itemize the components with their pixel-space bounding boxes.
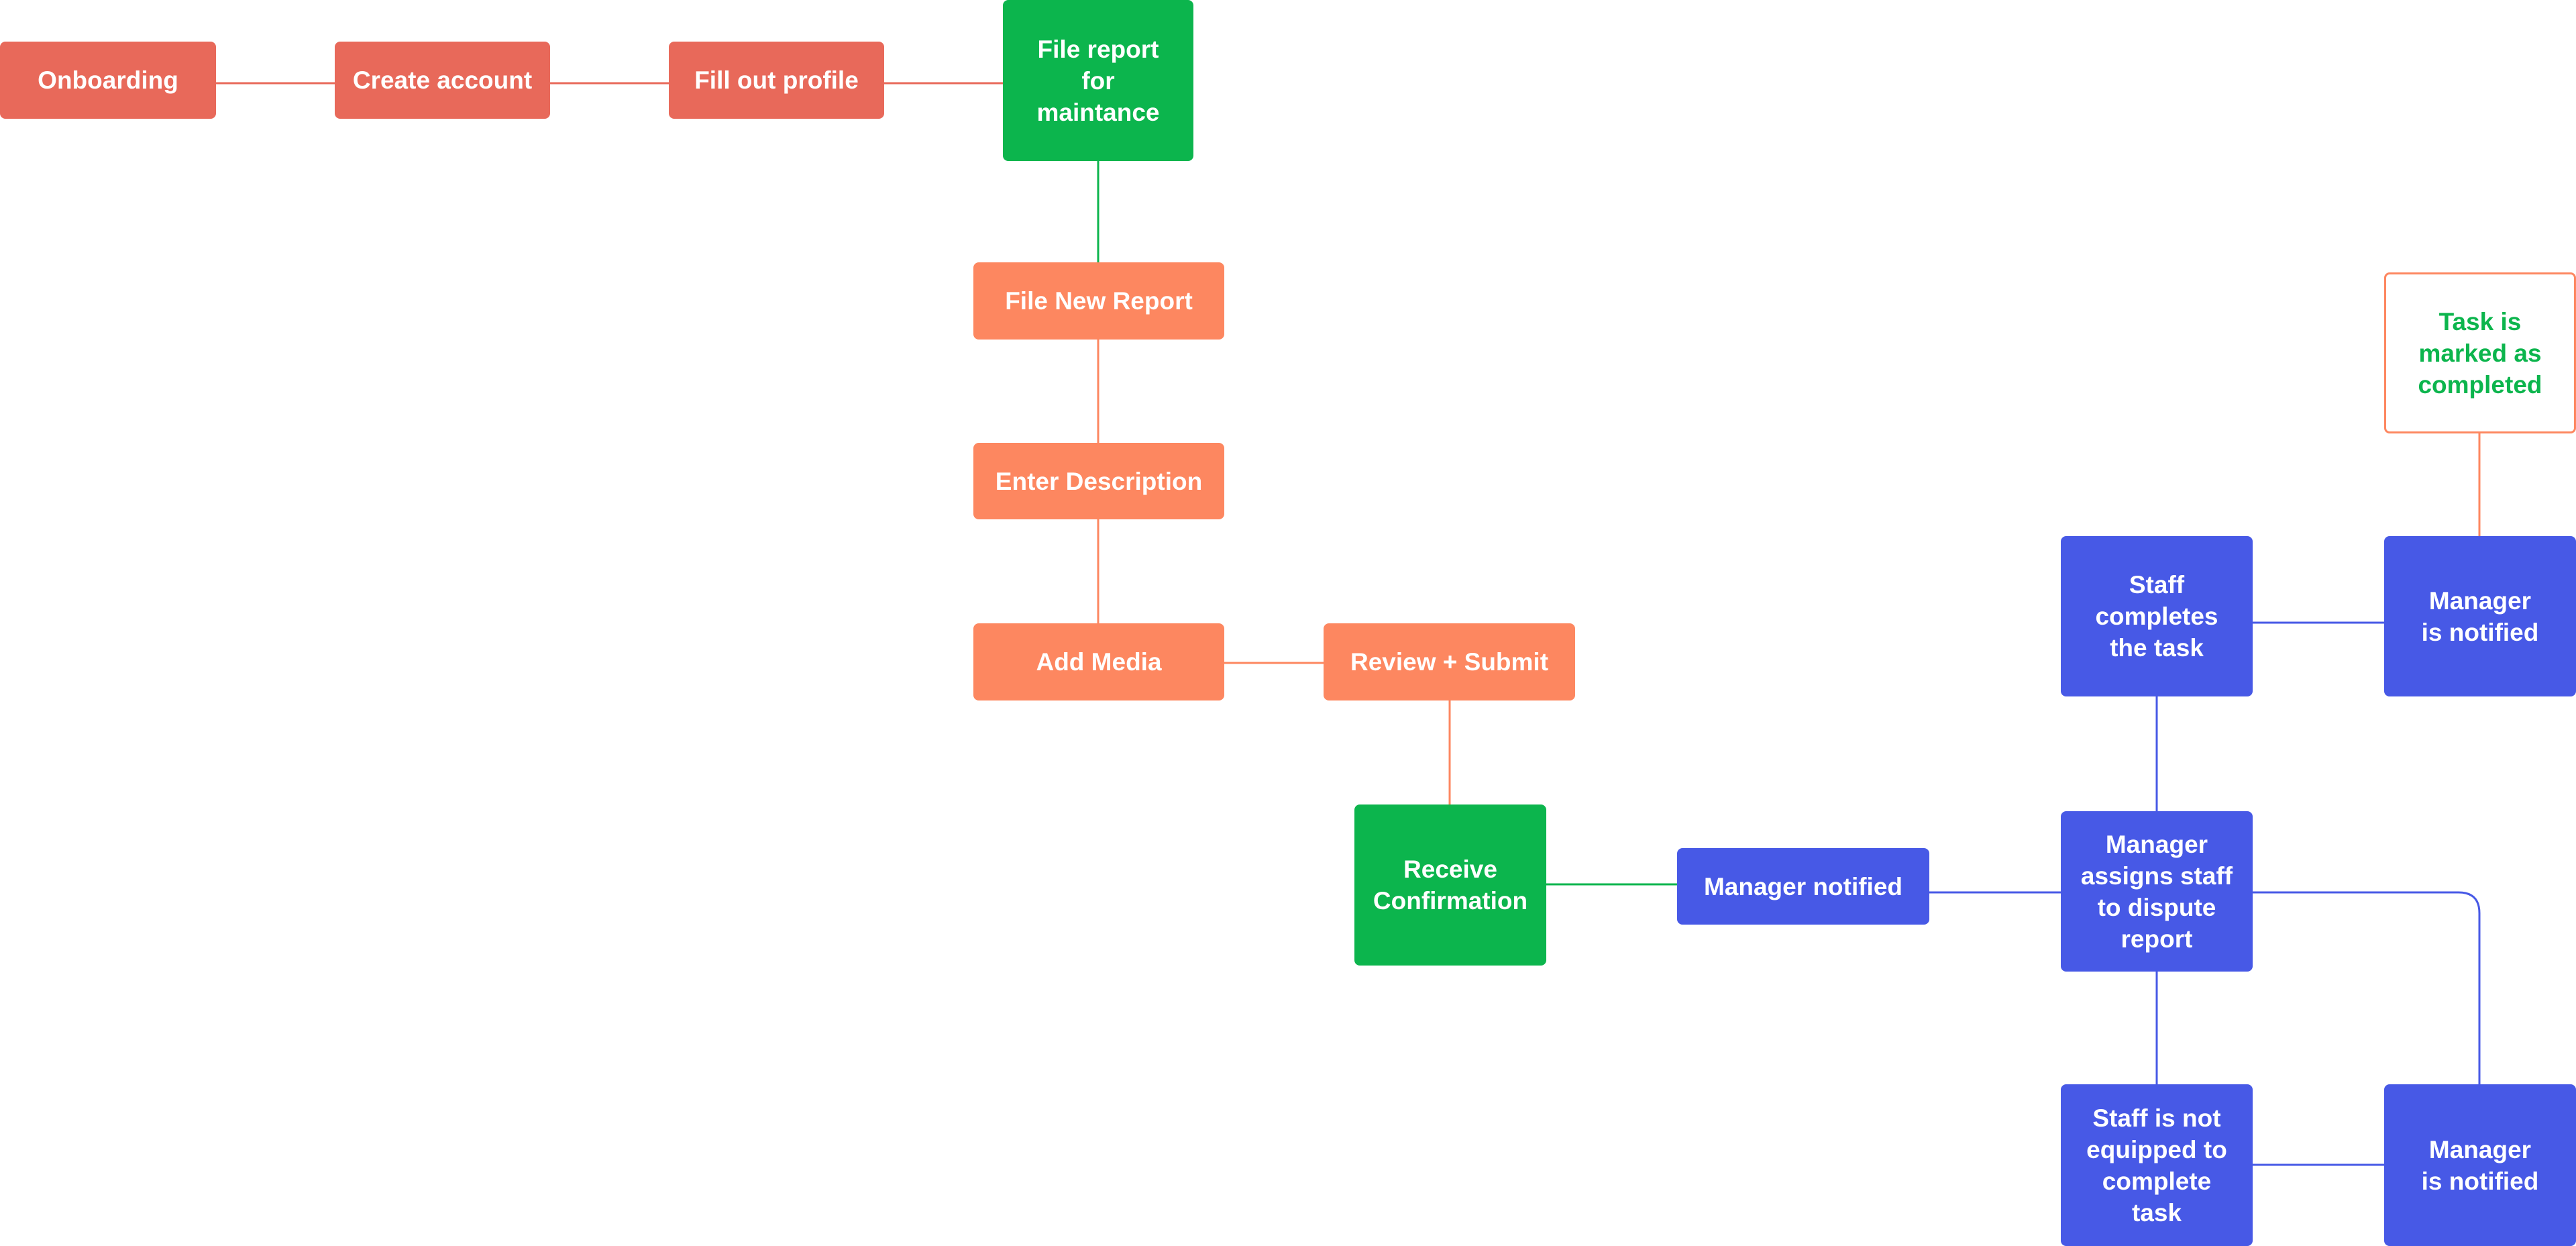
file-new-report-node: File New Report (973, 262, 1224, 340)
manager-notified-node: Manager notified (1677, 848, 1929, 925)
staff-not-equipped-node: Staff is not equipped to complete task (2061, 1084, 2253, 1246)
file-report-node: File report for maintance (1003, 0, 1193, 161)
create-account-node: Create account (335, 42, 550, 119)
task-marked-completed-node: Task is marked as completed (2384, 272, 2576, 433)
manager-is-notified-bottom-node: Manager is notified (2384, 1084, 2576, 1246)
receive-confirmation-node: Receive Confirmation (1354, 804, 1546, 966)
add-media-node: Add Media (973, 623, 1224, 700)
fill-out-profile-node: Fill out profile (669, 42, 884, 119)
connector-manager-assigns-manager-notified-bottom (2253, 891, 2481, 1084)
enter-description-node: Enter Description (973, 443, 1224, 519)
manager-is-notified-top-node: Manager is notified (2384, 536, 2576, 696)
onboarding-node: Onboarding (0, 42, 216, 119)
manager-assigns-staff-node: Manager assigns staff to dispute report (2061, 811, 2253, 972)
review-submit-node: Review + Submit (1324, 623, 1575, 700)
staff-completes-task-node: Staff completes the task (2061, 536, 2253, 696)
